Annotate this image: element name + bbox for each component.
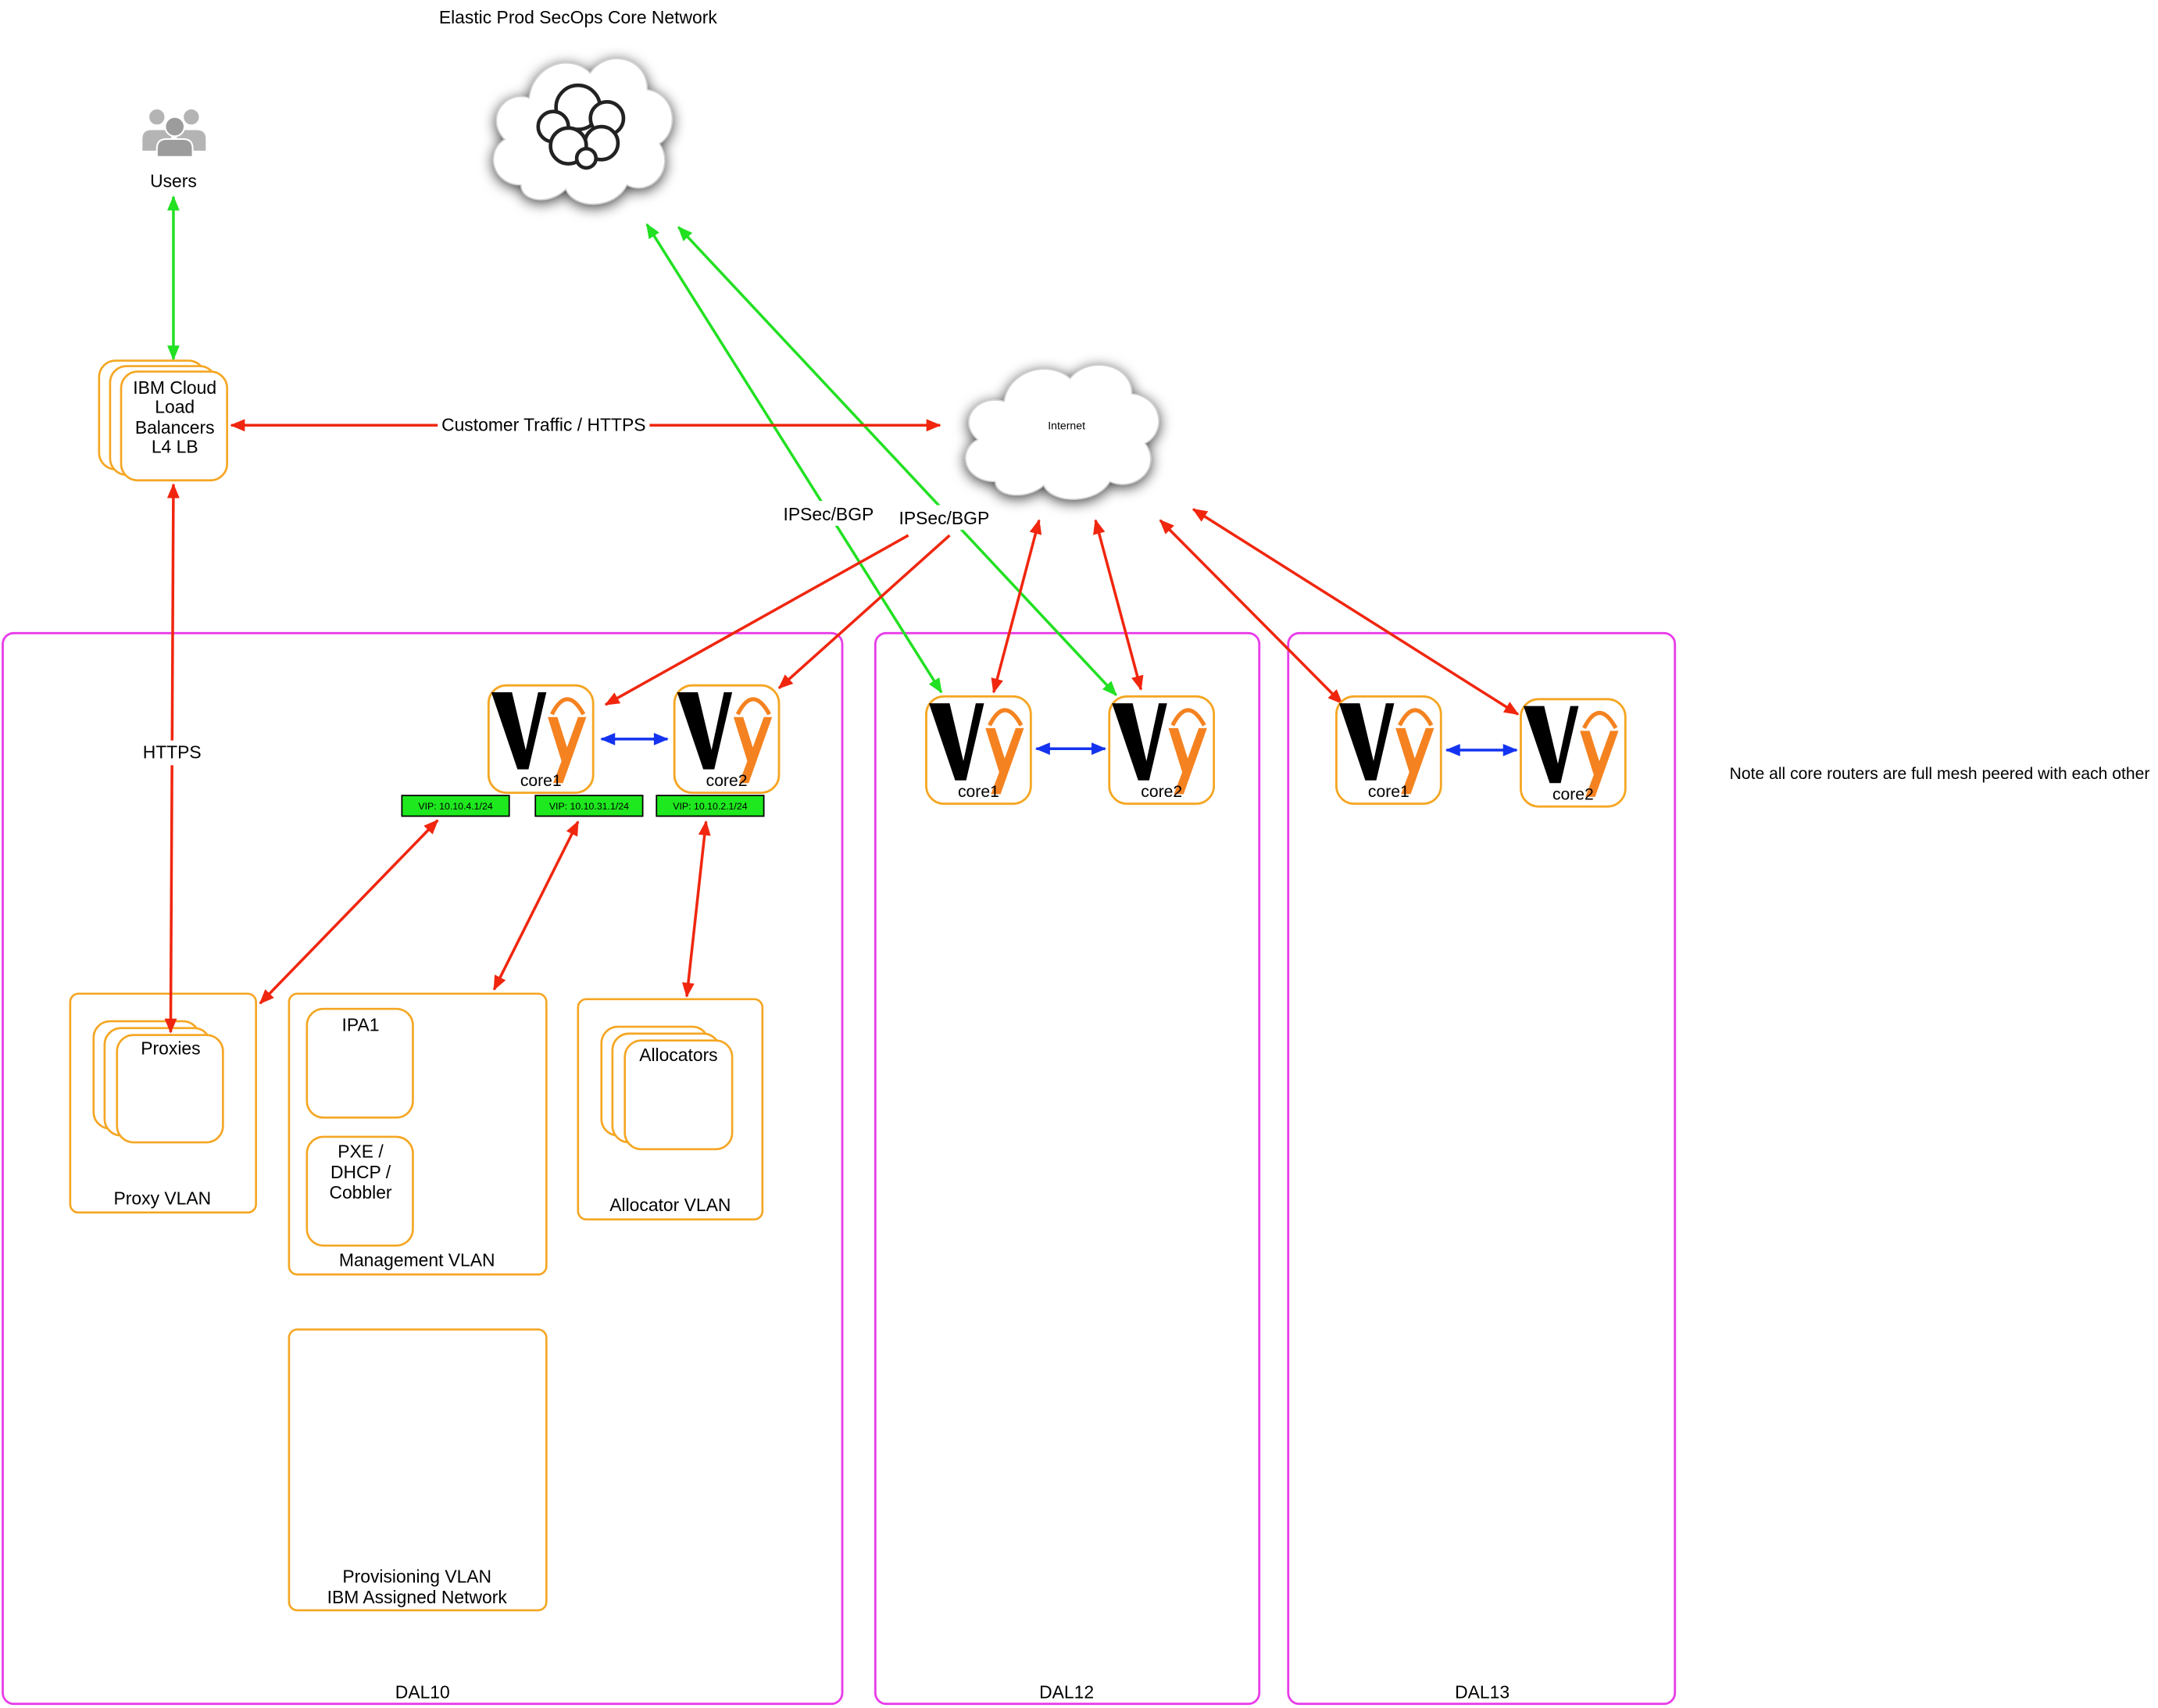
ipa1-label: IPA1 xyxy=(342,1014,380,1034)
dal12-core2-router: core2 xyxy=(1109,696,1214,803)
internet-cloud: Internet xyxy=(964,364,1160,500)
dal10-core2-router: core2 xyxy=(674,685,779,792)
ipsec-link-dal12-core2 xyxy=(677,226,1117,696)
provisioning-vlan: Provisioning VLAN IBM Assigned Network xyxy=(288,1328,548,1612)
vip-badge: VIP: 10.10.2.1/24 xyxy=(656,795,765,817)
users-icon xyxy=(141,108,208,158)
internet-dal13-core2-link xyxy=(1192,508,1520,716)
allocators-label: Allocators xyxy=(639,1045,717,1065)
router-label: core2 xyxy=(706,772,748,790)
vip-label: VIP: 10.10.2.1/24 xyxy=(673,801,747,812)
management-vlan-label: Management VLAN xyxy=(339,1250,495,1270)
customer-traffic-label: Customer Traffic / HTTPS xyxy=(441,414,645,434)
dal13-core1-router: core1 xyxy=(1336,696,1441,803)
proxy-vlan: Proxies Proxy VLAN xyxy=(69,992,257,1214)
router-label: core2 xyxy=(1141,783,1182,801)
pxe-label-line: DHCP / xyxy=(330,1162,391,1182)
router-label: core1 xyxy=(520,772,562,790)
pxe-dhcp-cobbler-node xyxy=(305,1135,414,1247)
internet-dal10-core2-link xyxy=(777,534,951,690)
load-balancer-label-line: Load xyxy=(155,396,195,416)
ipsec-bgp-label: IPSec/BGP xyxy=(784,504,874,524)
load-balancer-label-line: Balancers xyxy=(135,417,215,438)
datacenter-dal13-label: DAL13 xyxy=(1455,1682,1510,1703)
users-label: Users xyxy=(150,171,197,191)
vip-badge: VIP: 10.10.4.1/24 xyxy=(401,795,510,817)
vip-label: VIP: 10.10.31.1/24 xyxy=(549,801,629,812)
datacenter-dal10-label: DAL10 xyxy=(395,1682,450,1703)
dal12-core1-router: core1 xyxy=(926,696,1031,803)
ipa1-node xyxy=(305,1007,414,1119)
datacenter-dal10-box xyxy=(2,631,844,1706)
vip-badge: VIP: 10.10.31.1/24 xyxy=(534,795,644,817)
internet-dal10-core1-link xyxy=(604,534,909,706)
management-vlan: IPA1 PXE / DHCP / Cobbler Management VLA… xyxy=(288,992,548,1276)
load-balancer-label-line: IBM Cloud xyxy=(133,377,216,398)
allocator-vlan: Allocators Allocator VLAN xyxy=(577,998,764,1220)
router-label: core1 xyxy=(1368,783,1409,801)
dal10-core1-router: core1 xyxy=(488,685,593,792)
internet-dal12-core2-link xyxy=(1093,519,1144,691)
proxy-vlan-label: Proxy VLAN xyxy=(114,1188,212,1208)
pxe-label-line: PXE / xyxy=(338,1141,384,1161)
ipsec-link-dal12-core1 xyxy=(645,223,943,694)
provisioning-vlan-label-line: IBM Assigned Network xyxy=(327,1587,508,1607)
cloud-icon xyxy=(964,364,1160,500)
internet-label: Internet xyxy=(1048,420,1085,432)
pxe-label-line: Cobbler xyxy=(329,1182,391,1202)
vip-proxy-vlan-link xyxy=(259,819,439,1005)
dal13-core2-router: core2 xyxy=(1520,699,1625,806)
vip-allocator-vlan-link xyxy=(682,820,711,998)
elastic-logo-icon xyxy=(536,83,626,170)
ipsec-bgp-label: IPSec/BGP xyxy=(899,508,990,528)
vip-label: VIP: 10.10.4.1/24 xyxy=(418,801,492,812)
mesh-peering-note: Note all core routers are full mesh peer… xyxy=(1730,765,2150,783)
diagram-title: Elastic Prod SecOps Core Network xyxy=(439,7,718,27)
vip-management-vlan-link xyxy=(492,820,580,991)
proxies-label: Proxies xyxy=(141,1038,200,1058)
internet-dal13-core1-link xyxy=(1159,519,1343,705)
internet-dal12-core1-link xyxy=(991,519,1042,694)
https-label: HTTPS xyxy=(143,742,202,763)
provisioning-vlan-label-line: Provisioning VLAN xyxy=(342,1567,491,1587)
load-balancer-stack: IBM Cloud Load Balancers L4 LB xyxy=(98,359,228,482)
elastic-core-network-cloud xyxy=(492,58,673,205)
load-balancer-label-line: L4 LB xyxy=(152,437,198,457)
datacenter-dal12-label: DAL12 xyxy=(1039,1682,1094,1703)
allocator-vlan-label: Allocator VLAN xyxy=(609,1195,731,1215)
router-label: core2 xyxy=(1552,785,1594,803)
router-label: core1 xyxy=(958,783,999,801)
